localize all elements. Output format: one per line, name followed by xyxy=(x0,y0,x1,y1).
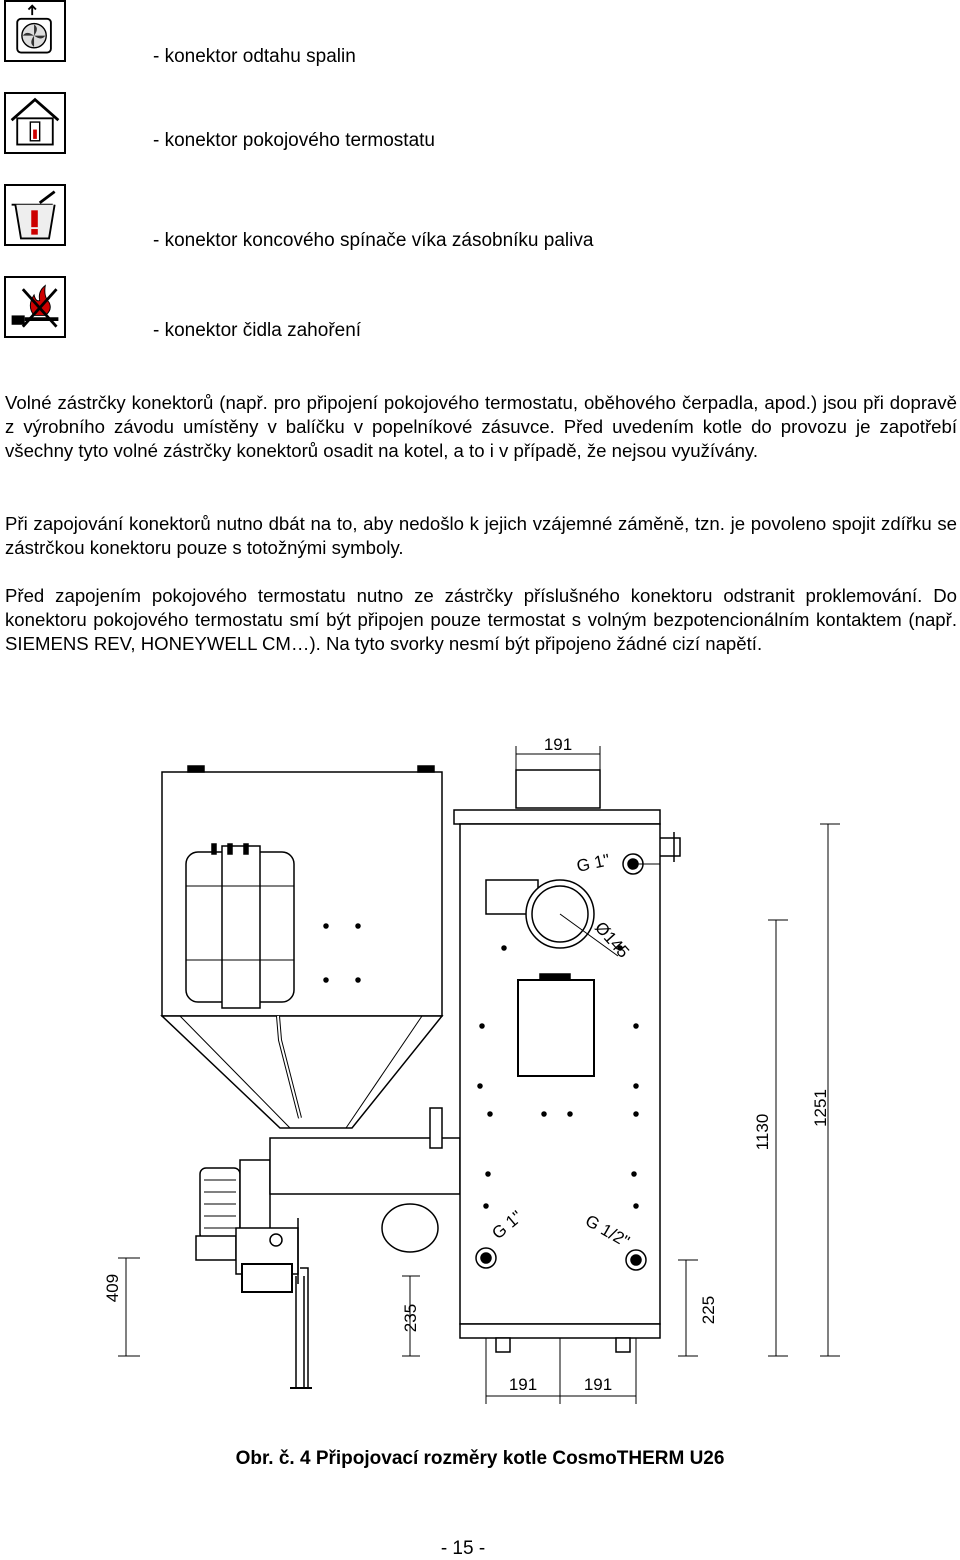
connector-label-thermostat: - konektor pokojového termostatu xyxy=(153,130,435,151)
dimension-lines xyxy=(118,746,840,1404)
dim-top-label: 191 xyxy=(544,735,572,754)
dim-235-label: 235 xyxy=(401,1304,420,1332)
flue-fan-icon xyxy=(4,0,66,62)
dim-1130-label: 1130 xyxy=(753,1114,772,1151)
burn-back-sensor-icon xyxy=(4,276,66,338)
paragraph-room-thermostat: Před zapojením pokojového termostatu nut… xyxy=(5,585,957,654)
connector-label-lid-switch: - konektor koncového spínače víka zásobn… xyxy=(153,230,594,251)
dim-bottom-right-label: 191 xyxy=(584,1375,612,1394)
connector-label-flue: - konektor odtahu spalin xyxy=(153,46,356,67)
connector-row-flue: - konektor odtahu spalin xyxy=(0,0,960,67)
burner-feeder xyxy=(195,1107,461,1389)
hopper-lid-switch-icon xyxy=(4,184,66,246)
page-number: - 15 - xyxy=(440,1538,486,1559)
dim-409-label: 409 xyxy=(103,1274,122,1302)
connector-row-burn-sensor: - konektor čidla zahoření xyxy=(0,276,960,341)
figure-caption: Obr. č. 4 Připojovací rozměry kotle Cosm… xyxy=(235,1448,725,1469)
fuel-hopper xyxy=(160,765,444,1129)
paragraph-connector-mixup: Při zapojování konektorů nutno dbát na t… xyxy=(5,513,957,558)
room-thermostat-icon xyxy=(4,92,66,154)
boiler-body xyxy=(453,769,681,1353)
connector-row-lid-switch: - konektor koncového spínače víka zásobn… xyxy=(0,184,960,251)
dim-1251-label: 1251 xyxy=(811,1089,830,1127)
connector-row-thermostat: - konektor pokojového termostatu xyxy=(0,92,960,156)
dim-225-label: 225 xyxy=(699,1296,718,1324)
boiler-dimension-drawing: 191 G 1" Ø145 G 1" G 1/2" 409 235 225 11… xyxy=(100,728,860,1428)
connector-label-burn-sensor: - konektor čidla zahoření xyxy=(153,320,362,341)
paragraph-loose-plugs: Volné zástrčky konektorů (např. pro přip… xyxy=(5,392,957,461)
dim-bottom-left-label: 191 xyxy=(509,1375,537,1394)
